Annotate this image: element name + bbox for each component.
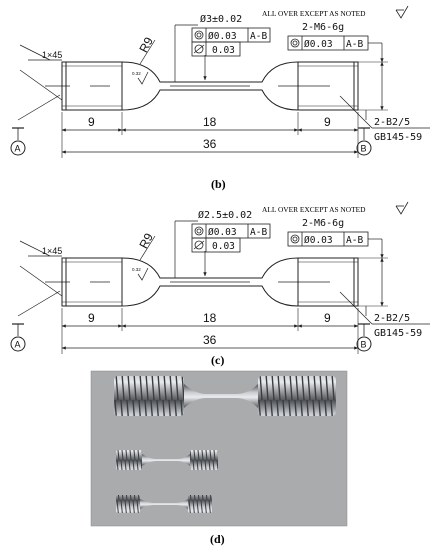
standard-code: GB145-59	[374, 132, 422, 143]
caption-b: (b)	[211, 177, 226, 191]
cylindricity-value: 0.03	[212, 45, 235, 56]
dim-middle: 18	[203, 311, 217, 325]
caption-c: (c)	[211, 353, 224, 367]
datum-reference: A-B	[250, 227, 267, 238]
datum-b-label: B	[361, 144, 367, 154]
radius-label: R9	[136, 231, 156, 251]
diameter-tolerance: Ø2.5±0.02	[198, 209, 252, 221]
dim-left: 9	[88, 115, 95, 129]
radius-label: R9	[136, 35, 156, 55]
concentricity-value: Ø0.03	[208, 31, 237, 42]
center-hole: 2-B2/5	[374, 313, 410, 324]
small-specimen	[116, 495, 212, 513]
thread-datum: A-B	[346, 235, 363, 246]
thread-datum: A-B	[346, 39, 363, 50]
dim-right: 9	[324, 115, 331, 129]
specimen-photo: (d)	[90, 370, 348, 546]
datum-a-label: A	[15, 144, 21, 154]
chamfer-label: 1×45	[42, 50, 62, 60]
caption-d: (d)	[210, 532, 225, 546]
standard-code: GB145-59	[374, 328, 422, 339]
dim-total: 36	[203, 137, 217, 151]
datum-b-label: B	[361, 340, 367, 350]
medium-specimen	[116, 450, 218, 470]
roughness-note: ALL OVER EXCEPT AS NOTED	[262, 9, 366, 18]
concentricity-value: Ø0.03	[208, 227, 237, 238]
diameter-tolerance: Ø3±0.02	[200, 13, 242, 25]
thread-spec: 2-M6-6g	[302, 22, 344, 33]
drawing-b-geometry	[11, 6, 430, 158]
roughness-small-label: 0.32	[132, 71, 141, 76]
drawing-c: 1×45 R9 0.32 Ø2.5±0.02 Ø0.03 A-B 0.03 2-…	[11, 202, 430, 367]
large-specimen	[114, 376, 336, 416]
roughness-small-label: 0.32	[132, 267, 141, 272]
drawing-c-geometry	[11, 202, 430, 354]
dim-total: 36	[203, 333, 217, 347]
dim-middle: 18	[203, 115, 217, 129]
thread-spec: 2-M6-6g	[302, 218, 344, 229]
chamfer-label: 1×45	[42, 246, 62, 256]
dim-left: 9	[88, 311, 95, 325]
datum-a-label: A	[15, 340, 21, 350]
thread-concentricity: Ø0.03	[304, 235, 333, 246]
thread-concentricity: Ø0.03	[304, 39, 333, 50]
cylindricity-value: 0.03	[212, 241, 235, 252]
center-hole: 2-B2/5	[374, 117, 410, 128]
datum-reference: A-B	[250, 31, 267, 42]
drawing-b: 1×45 R9 0.32 Ø3±0.02 Ø0.03 A-B 0.03 2-M6…	[11, 6, 430, 191]
roughness-note: ALL OVER EXCEPT AS NOTED	[262, 205, 366, 214]
dim-right: 9	[324, 311, 331, 325]
